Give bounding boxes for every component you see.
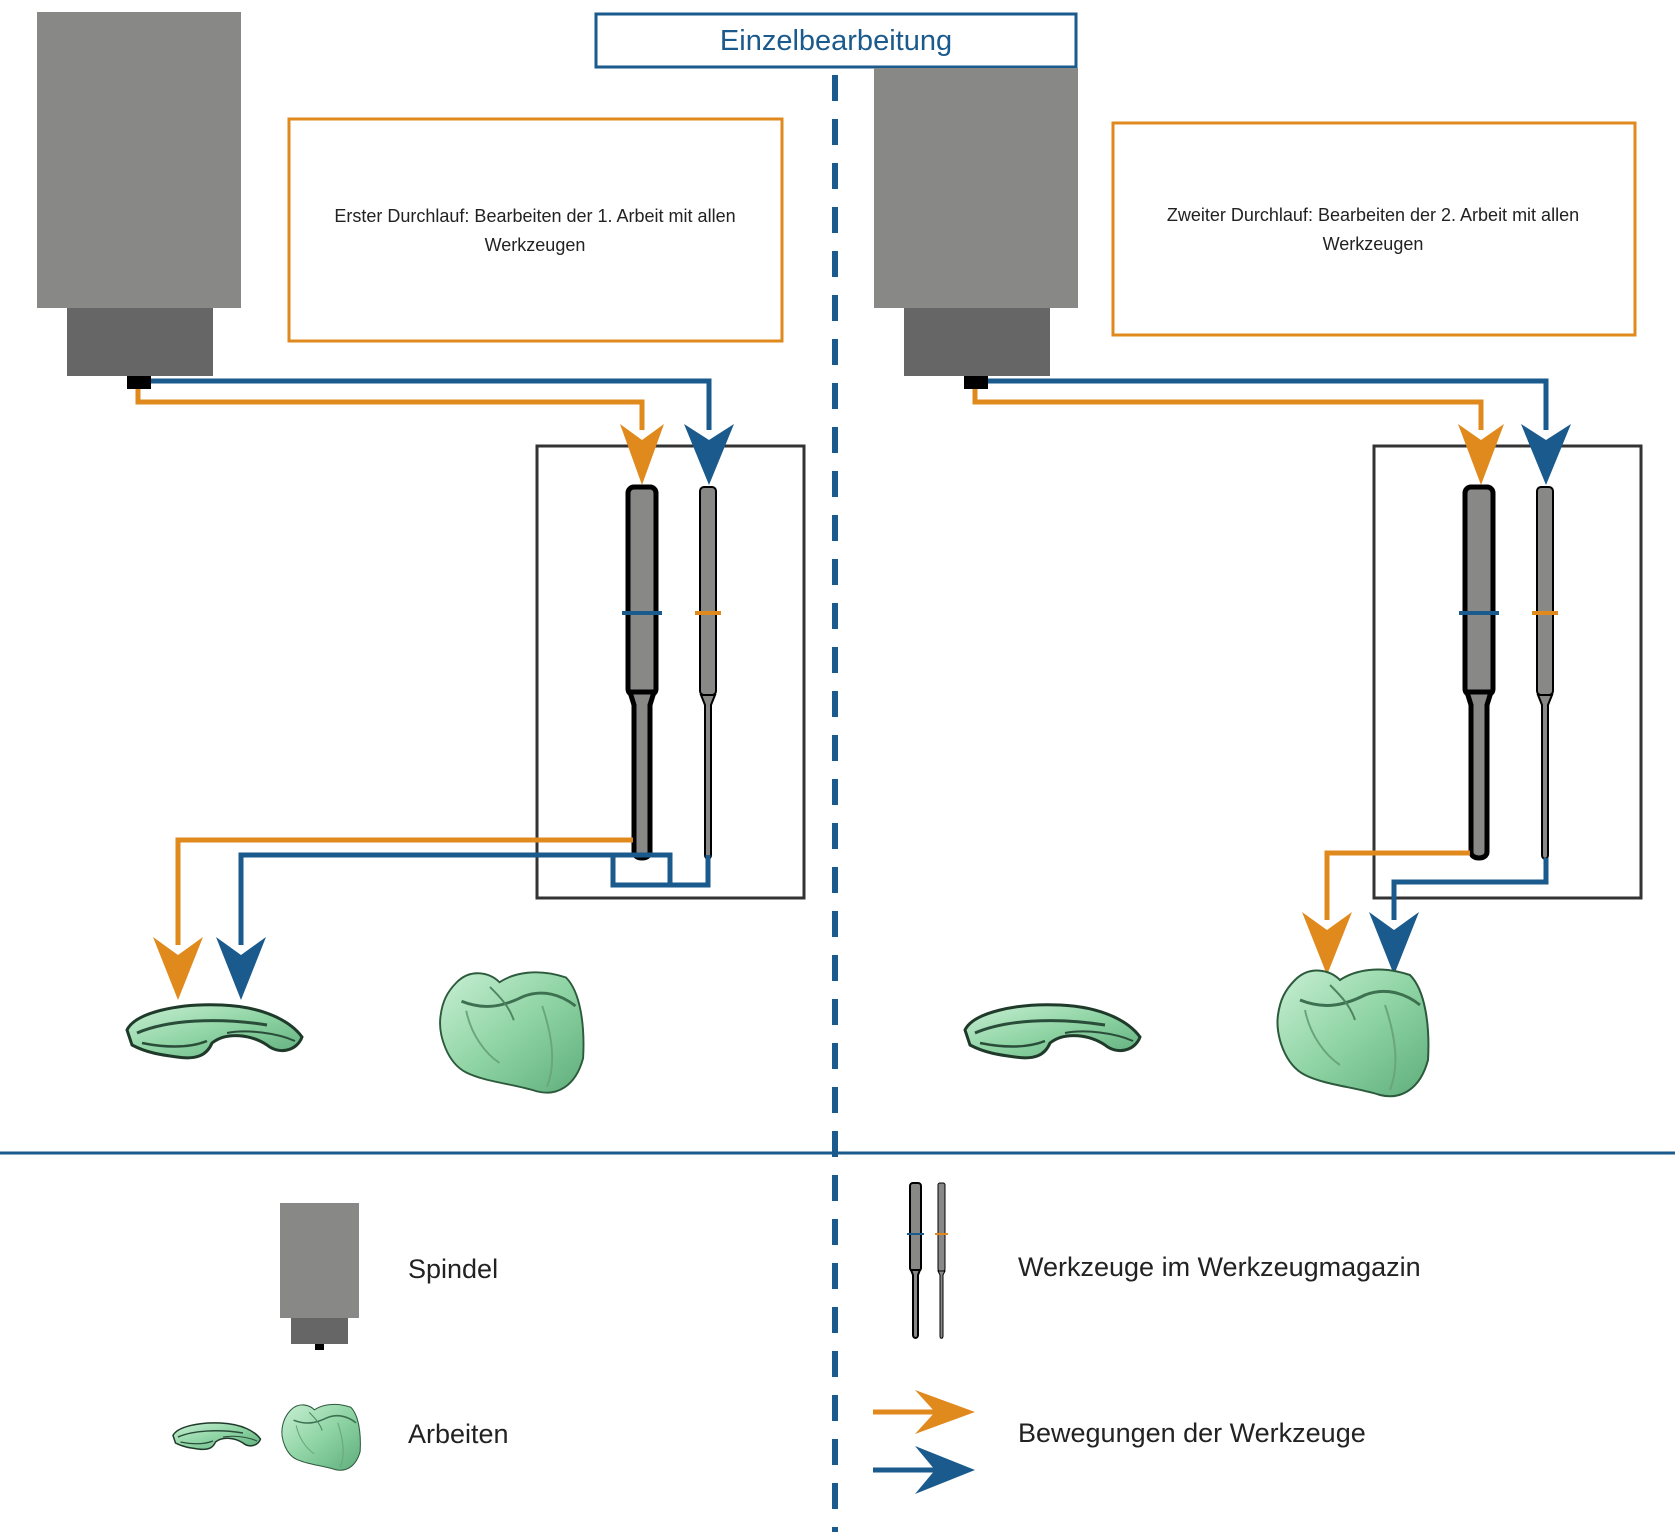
legend-spindle-label: Spindel xyxy=(408,1254,498,1284)
tool-magazine-box xyxy=(535,444,806,900)
inlay-icon xyxy=(963,1003,1142,1060)
crown-icon xyxy=(1275,968,1430,1098)
title-box xyxy=(594,12,1078,69)
spindle-icon xyxy=(280,1203,359,1350)
tool-icon xyxy=(907,1182,924,1339)
legend: Spindel Arbeiten Werkzeuge im Werkzeugma… xyxy=(172,1182,1421,1494)
tool-icon xyxy=(622,484,662,861)
arrow-icon xyxy=(915,1390,975,1434)
path-blue-detour xyxy=(610,855,670,888)
path-orange-to-work xyxy=(1324,850,1470,920)
tool-icon xyxy=(695,486,721,860)
page-title: Einzelbearbeitung xyxy=(720,25,952,57)
tool-icon xyxy=(1459,484,1499,861)
caption-left-line2: Werkzeugen xyxy=(485,235,586,255)
arrow-icon xyxy=(915,1446,975,1494)
crown-icon xyxy=(281,1403,362,1472)
caption-right-line1: Zweiter Durchlauf: Bearbeiten der 2. Arb… xyxy=(1167,205,1579,225)
path-blue-to-work xyxy=(1391,858,1549,920)
path-blue-to-tool xyxy=(988,378,1549,430)
caption-box-right xyxy=(1111,121,1637,337)
inlay-icon xyxy=(172,1422,262,1451)
arrow-icon xyxy=(153,937,203,1000)
caption-left-line1: Erster Durchlauf: Bearbeiten der 1. Arbe… xyxy=(334,206,735,226)
panel-right: Zweiter Durchlauf: Bearbeiten der 2. Arb… xyxy=(874,68,1643,1098)
arrow-icon xyxy=(216,937,266,1000)
arrow-icon xyxy=(1521,424,1571,485)
path-orange-to-tool xyxy=(135,389,645,430)
tool-icon xyxy=(935,1182,948,1339)
arrow-icon xyxy=(684,424,734,485)
arrow-icon xyxy=(1458,424,1504,485)
caption-right-line2: Werkzeugen xyxy=(1323,234,1424,254)
inlay-icon xyxy=(125,1003,304,1060)
path-blue-to-tool xyxy=(151,378,712,430)
arrow-icon xyxy=(1369,912,1419,975)
tool-magazine-box xyxy=(1372,444,1643,900)
caption-box-left xyxy=(287,117,784,343)
arrow-icon xyxy=(1302,912,1352,975)
panel-left: Erster Durchlauf: Bearbeiten der 1. Arbe… xyxy=(37,12,806,1095)
path-orange-to-tool xyxy=(972,389,1484,430)
legend-workpieces-label: Arbeiten xyxy=(408,1419,509,1449)
path-blue-to-work xyxy=(238,852,711,945)
legend-movements-label: Bewegungen der Werkzeuge xyxy=(1018,1418,1366,1448)
crown-icon xyxy=(438,970,585,1095)
legend-tools-label: Werkzeuge im Werkzeugmagazin xyxy=(1018,1252,1421,1282)
spindle-icon xyxy=(874,68,1078,389)
path-orange-to-work xyxy=(175,837,633,945)
spindle-icon xyxy=(37,12,241,389)
arrow-icon xyxy=(620,424,664,485)
